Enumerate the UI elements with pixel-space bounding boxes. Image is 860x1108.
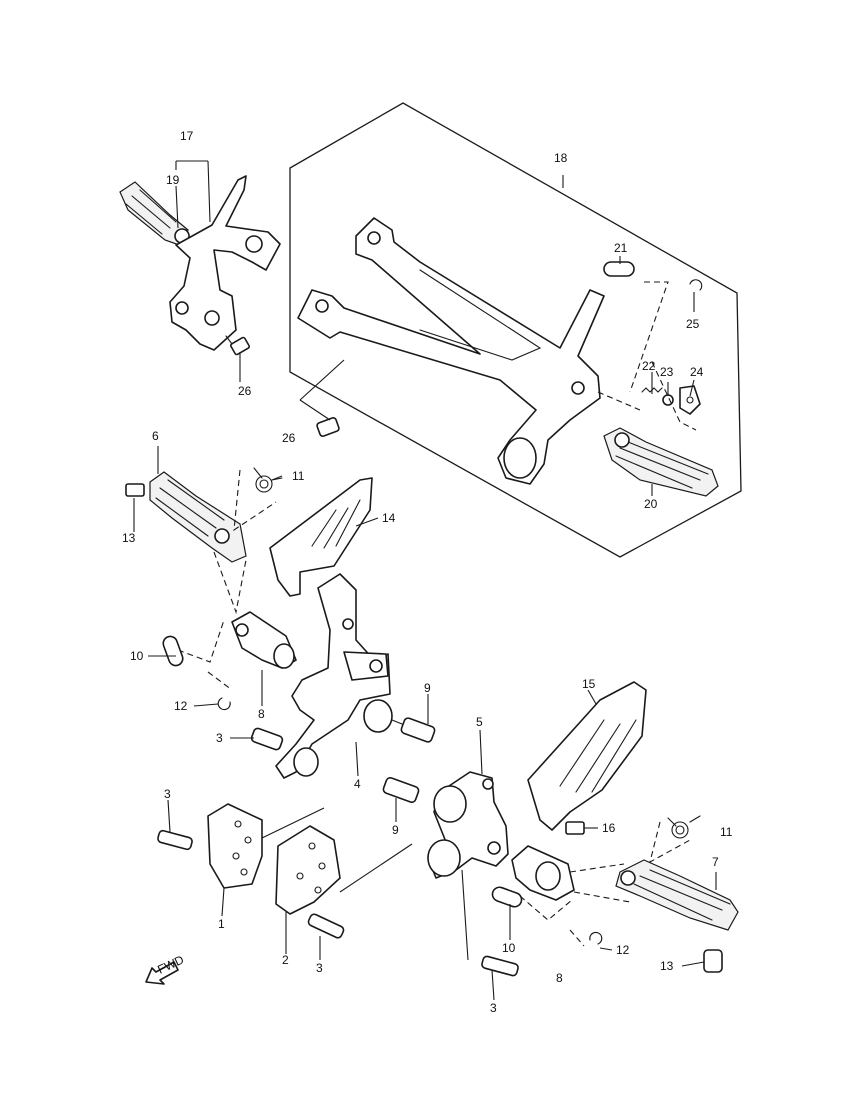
callout-22: 22	[642, 359, 656, 373]
callout-leaders	[133, 160, 717, 1001]
part-16-bolt	[565, 821, 585, 835]
part-24-plate	[679, 385, 701, 415]
callout-9-top: 9	[424, 681, 431, 695]
part-26-bolt-box	[316, 417, 340, 437]
callout-11-left: 11	[292, 469, 305, 483]
part-3-bolt-a	[250, 727, 284, 751]
part-7-footrest-peg	[615, 859, 739, 931]
callout-9-bottom: 9	[392, 823, 399, 837]
callout-24: 24	[690, 365, 704, 379]
callout-3-b: 3	[164, 787, 171, 801]
callout-17: 17	[180, 129, 194, 143]
callout-13-left: 13	[122, 531, 136, 545]
part-13-bolt-right	[703, 949, 723, 973]
part-3-bolt-d	[481, 955, 519, 977]
guide-line-6	[177, 469, 277, 691]
part-5-brake-lever	[427, 771, 509, 879]
part-25-clip	[689, 279, 703, 291]
callout-15: 15	[582, 677, 596, 691]
part-1-plate	[207, 803, 263, 889]
part-21-pin	[603, 261, 635, 277]
guide-line-2	[339, 843, 413, 893]
guide-line-7	[519, 821, 691, 947]
callout-labels: 17 19 26 18 21 25 22 23 24 20 26 6 11 13…	[122, 129, 733, 1015]
callout-8-left: 8	[258, 707, 265, 721]
part-8-pivot-right	[511, 845, 575, 901]
callout-13-right: 13	[660, 959, 674, 973]
callout-8-right: 8	[556, 971, 563, 985]
callout-19: 19	[166, 173, 180, 187]
part-14-heel-guard	[269, 477, 373, 597]
callout-3-a: 3	[216, 731, 223, 745]
callout-18: 18	[554, 151, 568, 165]
callout-7: 7	[712, 855, 719, 869]
callout-3-c: 3	[316, 961, 323, 975]
part-4-shift-lever	[275, 573, 393, 779]
part-11-spring-right	[667, 815, 701, 839]
part-17-bracket	[169, 175, 281, 351]
part-8-pivot-left	[231, 611, 297, 669]
callout-11-right: 11	[720, 825, 733, 839]
callout-14: 14	[382, 511, 396, 525]
callout-12-left: 12	[174, 699, 188, 713]
guide-line-26b	[299, 359, 345, 421]
callout-5: 5	[476, 715, 483, 729]
part-2-plate	[275, 825, 341, 915]
callout-6: 6	[152, 429, 159, 443]
part-12-clip-right	[589, 931, 603, 945]
part-10-pin-right	[491, 886, 523, 908]
part-11-spring-left	[253, 467, 283, 493]
callout-1: 1	[218, 917, 225, 931]
part-15-heel-guard	[527, 681, 647, 831]
part-9-bolt-bottom	[382, 776, 420, 804]
guide-line-1	[261, 807, 325, 839]
assembly-18-boundary	[289, 102, 742, 558]
callout-10-right: 10	[502, 941, 516, 955]
callout-26-box: 26	[282, 431, 296, 445]
part-6-footrest-peg	[149, 471, 247, 563]
callout-25: 25	[686, 317, 700, 331]
callout-3-d: 3	[490, 1001, 497, 1015]
part-12-clip-left	[217, 697, 231, 711]
part-13-bolt-left	[125, 483, 145, 497]
fwd-arrow-icon: FWD	[145, 952, 186, 985]
callout-10-left: 10	[130, 649, 144, 663]
part-3-bolt-b	[157, 829, 193, 851]
callout-2: 2	[282, 953, 289, 967]
callout-16: 16	[602, 821, 616, 835]
part-26-bolt-top	[225, 335, 250, 356]
part-10-pin-left	[162, 635, 184, 667]
callout-12-right: 12	[616, 943, 630, 957]
part-17-footrest-assembly	[119, 175, 281, 351]
part-20-footrest-peg	[603, 427, 719, 497]
callout-23: 23	[660, 365, 674, 379]
part-9-bolt-top	[391, 717, 436, 743]
guide-line-18	[597, 281, 697, 431]
part-3-bolt-c	[307, 913, 345, 939]
callout-26-top: 26	[238, 384, 252, 398]
part-18-rear-bracket	[297, 217, 605, 485]
callout-21: 21	[614, 241, 628, 255]
callout-20: 20	[644, 497, 658, 511]
callout-4: 4	[354, 777, 361, 791]
